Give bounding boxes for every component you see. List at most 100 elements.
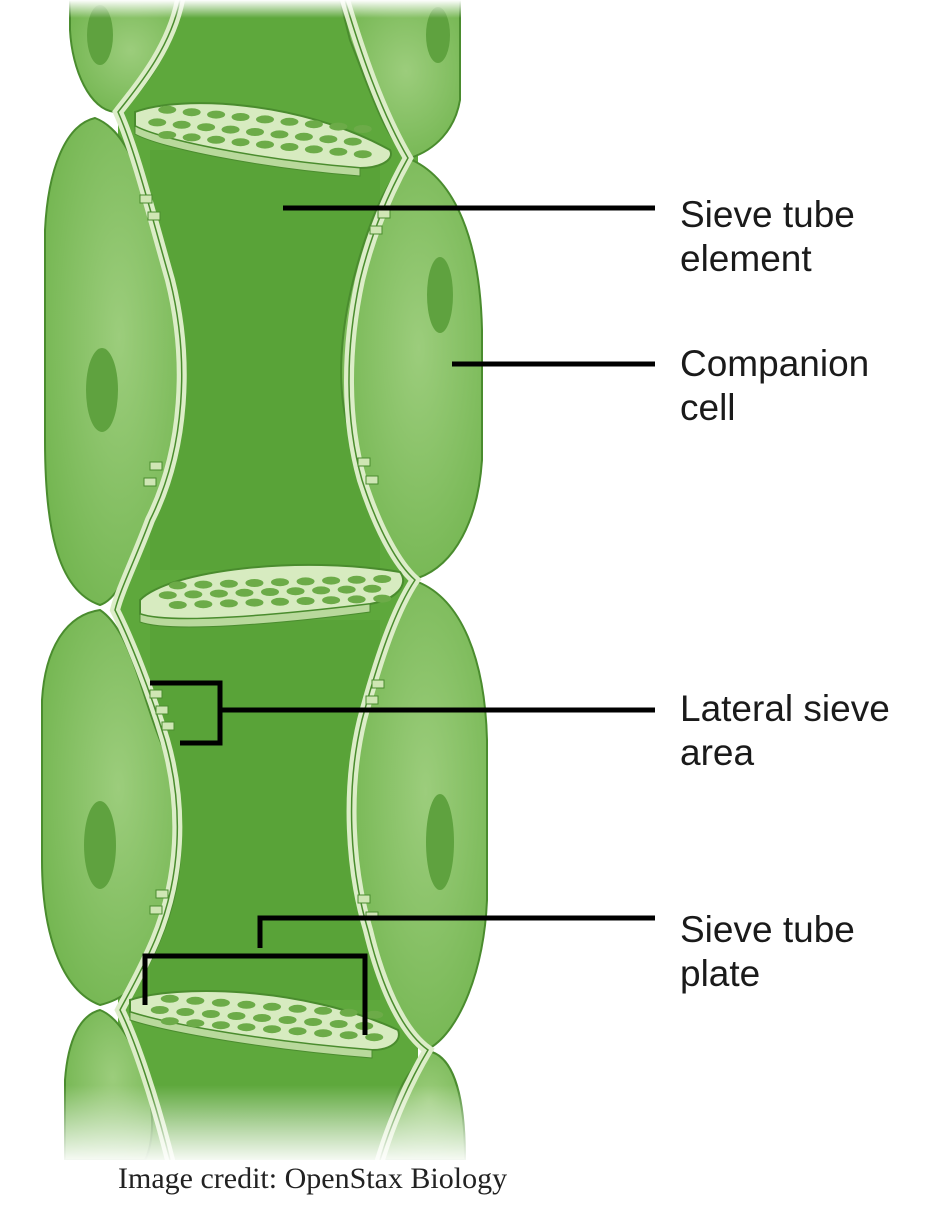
sieve-pore — [365, 1033, 384, 1042]
image-credit: Image credit: OpenStax Biology — [118, 1162, 508, 1195]
sieve-pore — [256, 140, 274, 149]
sieve-pore — [314, 1006, 333, 1015]
sieve-pore — [263, 1002, 281, 1011]
sieve-pore — [182, 133, 201, 142]
fade-bottom — [0, 1085, 931, 1165]
label-companion-cell-line1: Companion — [680, 343, 870, 384]
sieve-pore — [150, 1006, 169, 1014]
sieve-pore — [270, 130, 289, 139]
label-lateral-sieve-area: Lateral sieve area — [680, 687, 890, 775]
sieve-pore — [312, 586, 331, 595]
sieve-pore — [186, 1019, 205, 1028]
nucleus-right-2 — [426, 794, 454, 890]
sieve-pore — [347, 595, 366, 604]
sieve-pore — [339, 1008, 358, 1017]
nucleus-left-1 — [86, 348, 118, 432]
sieve-pore — [347, 575, 366, 584]
nucleus-right-top — [426, 7, 450, 63]
sieve-pore — [158, 131, 177, 139]
sieve-pore — [339, 1031, 358, 1040]
bottom-white — [0, 1160, 931, 1200]
sieve-pore — [304, 120, 323, 129]
sieve-pore — [172, 120, 191, 129]
sieve-pore — [158, 591, 177, 600]
sieve-pore — [245, 579, 264, 587]
sieve-pore — [207, 110, 226, 119]
sieve-pore — [353, 150, 372, 159]
sieve-pore — [237, 1000, 256, 1009]
sieve-pore — [168, 601, 187, 609]
sieve-pore — [246, 128, 264, 136]
sieve-pore — [194, 580, 213, 589]
sieve-pore — [158, 105, 177, 114]
sieve-pore — [160, 994, 179, 1003]
sieve-pore — [209, 589, 228, 598]
sieve-pore — [245, 598, 264, 607]
sieve-pore — [278, 1016, 297, 1024]
nucleus-left-top — [87, 5, 113, 65]
sieve-pore — [343, 137, 362, 146]
sieve-pore — [271, 578, 289, 587]
sieve-pore — [296, 577, 315, 586]
sieve-pore — [288, 1027, 307, 1036]
sieve-pore — [194, 600, 213, 609]
sieve-pore — [271, 597, 289, 606]
label-lateral-sieve-area-line1: Lateral sieve — [680, 688, 890, 729]
sieve-pore — [231, 138, 250, 147]
sieve-pore — [261, 588, 279, 596]
sieve-plate-pores — [148, 105, 392, 1042]
sieve-pore — [201, 1010, 220, 1018]
sieve-pore — [322, 576, 341, 585]
sieve-pore — [288, 1004, 307, 1013]
sieve-pore — [329, 1020, 348, 1028]
sieve-pore — [253, 1014, 271, 1022]
sieve-pore — [235, 588, 254, 597]
sieve-plate-top — [134, 102, 392, 177]
label-companion-cell-line2: cell — [680, 387, 736, 428]
sieve-pore — [197, 123, 216, 132]
sieve-pore — [337, 585, 356, 594]
sieve-pore — [207, 135, 226, 144]
sieve-pore — [363, 584, 382, 593]
sieve-pore — [329, 147, 348, 156]
sieve-pore — [227, 1012, 246, 1020]
sieve-pore — [280, 117, 299, 126]
sieve-pore — [160, 1017, 179, 1026]
sieve-pore — [319, 135, 338, 144]
leader-lateral-sieve-area-bracket — [150, 680, 223, 746]
sieve-tube-shade-2 — [150, 620, 380, 1000]
sieve-pore — [304, 145, 323, 154]
sieve-pore — [314, 1029, 333, 1038]
sieve-pore — [304, 1018, 323, 1026]
sieve-pore — [176, 1008, 195, 1016]
sieve-pore — [168, 581, 187, 590]
sieve-pore — [219, 599, 238, 608]
sieve-pore — [231, 113, 250, 121]
sieve-pore — [219, 579, 238, 588]
sieve-pore — [373, 594, 392, 603]
sieve-pore — [256, 115, 274, 124]
label-sieve-tube-element: Sieve tube element — [680, 193, 855, 281]
label-sieve-tube-element-line1: Sieve tube — [680, 194, 855, 235]
sieve-pore — [294, 132, 313, 141]
sieve-pore — [211, 1021, 230, 1030]
label-sieve-tube-plate-line1: Sieve tube — [680, 909, 855, 950]
sieve-pore — [182, 108, 201, 117]
sieve-tube-wall-left-edge — [114, 0, 183, 1161]
sieve-pore — [365, 1010, 384, 1019]
sieve-pore — [221, 125, 240, 134]
nucleus-right-1 — [427, 257, 453, 333]
sieve-pore — [329, 122, 348, 131]
label-sieve-tube-plate-line2: plate — [680, 953, 761, 994]
sieve-pore — [211, 998, 230, 1007]
sieve-pore — [237, 1023, 256, 1032]
label-lateral-sieve-area-line2: area — [680, 732, 755, 773]
sieve-pore — [148, 118, 167, 127]
sieve-tube-wall-right-edge — [344, 0, 429, 1161]
label-sieve-tube-element-line2: element — [680, 238, 812, 279]
label-companion-cell: Companion cell — [680, 342, 869, 430]
sieve-pore — [322, 596, 341, 605]
sieve-pore — [280, 143, 299, 151]
